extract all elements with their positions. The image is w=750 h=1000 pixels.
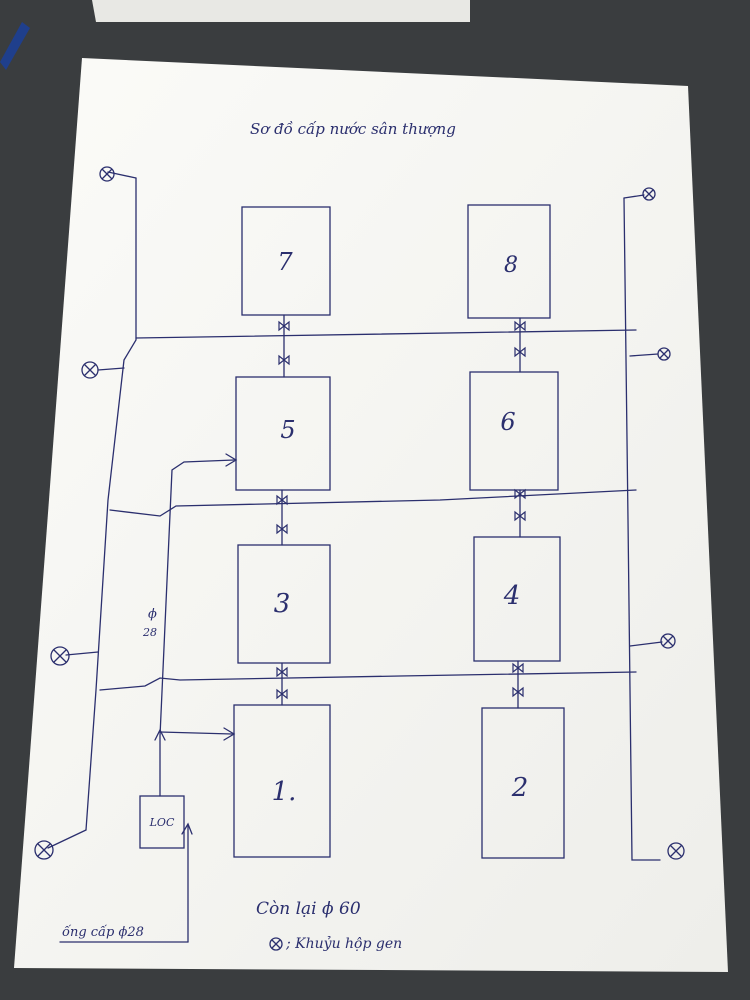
- elbow-symbol-icon: [99, 166, 115, 182]
- elbow-symbol-icon: [660, 633, 676, 649]
- filter-box: [139, 795, 185, 849]
- valve-icon: [276, 523, 288, 535]
- block-2-box: [481, 707, 565, 859]
- valve-icon: [514, 346, 526, 358]
- legend-symbol-icon: [269, 937, 283, 951]
- elbow-symbol-icon: [642, 187, 656, 201]
- supply-arrowhead: [181, 822, 193, 835]
- block-4-box: [473, 536, 561, 662]
- block-7-label: 7: [277, 248, 293, 276]
- pipe-row-top: [135, 329, 637, 339]
- block-6-label: 6: [500, 408, 515, 436]
- feed-riser-arrow: [154, 728, 166, 741]
- valve-icon: [514, 488, 526, 500]
- valve-icon: [278, 320, 290, 332]
- branch-left-4: [47, 829, 87, 849]
- block-2-label: 2: [511, 773, 529, 803]
- elbow-symbol-icon: [81, 361, 99, 379]
- block-3-box: [237, 544, 331, 664]
- valve-icon: [276, 494, 288, 506]
- pipe-row-mid: [109, 489, 637, 517]
- block-8-label: 8: [504, 253, 518, 278]
- pipe-row-low: [99, 671, 637, 691]
- valve-icon: [276, 688, 288, 700]
- branch-left-3: [65, 651, 99, 656]
- branch-right-3: [629, 641, 663, 647]
- elbow-symbol-icon: [667, 842, 685, 860]
- block-5-box: [235, 376, 331, 491]
- feed-riser: [159, 459, 235, 797]
- left-riser-top-branch: [107, 171, 137, 179]
- valve-icon: [514, 510, 526, 522]
- branch-left-2: [97, 367, 125, 371]
- block-4-label: 4: [503, 581, 521, 611]
- elbow-symbol-icon: [34, 840, 54, 860]
- feed-to-1: [159, 731, 233, 735]
- block-8-box: [467, 204, 551, 319]
- valve-icon: [514, 320, 526, 332]
- elbow-symbol-icon: [657, 347, 671, 361]
- paper-sheet: [14, 58, 728, 972]
- pipe-size-value: 28: [142, 626, 157, 639]
- top-paper-edge: [92, 0, 470, 22]
- filter-label: LOC: [149, 816, 175, 829]
- block-3-label: 3: [274, 589, 291, 619]
- right-riser-top-branch: [623, 194, 645, 199]
- diagram-title: Sơ đồ cấp nước sân thượng: [250, 120, 456, 138]
- block-6-box: [469, 371, 559, 491]
- valve-icon: [512, 686, 524, 698]
- elbow-symbol-icon: [50, 646, 70, 666]
- left-riser: [85, 177, 137, 831]
- block-1-label: 1.: [272, 777, 297, 807]
- legend-text: ; Khuỷu hộp gen: [285, 935, 402, 952]
- feed-arrow-to-1: [223, 727, 236, 741]
- pen: [0, 22, 30, 70]
- pipe-size-symbol: ϕ: [148, 607, 157, 622]
- block-7-box: [241, 206, 331, 316]
- supply-label: ống cấp ϕ28: [62, 924, 144, 940]
- valve-icon: [512, 662, 524, 674]
- block-5-label: 5: [280, 416, 295, 444]
- branch-right-2: [629, 353, 659, 357]
- feed-arrow-to-5: [225, 453, 238, 467]
- note-remaining: Còn lại ϕ 60: [256, 899, 361, 919]
- right-riser: [623, 197, 661, 861]
- valve-icon: [278, 354, 290, 366]
- valve-icon: [276, 666, 288, 678]
